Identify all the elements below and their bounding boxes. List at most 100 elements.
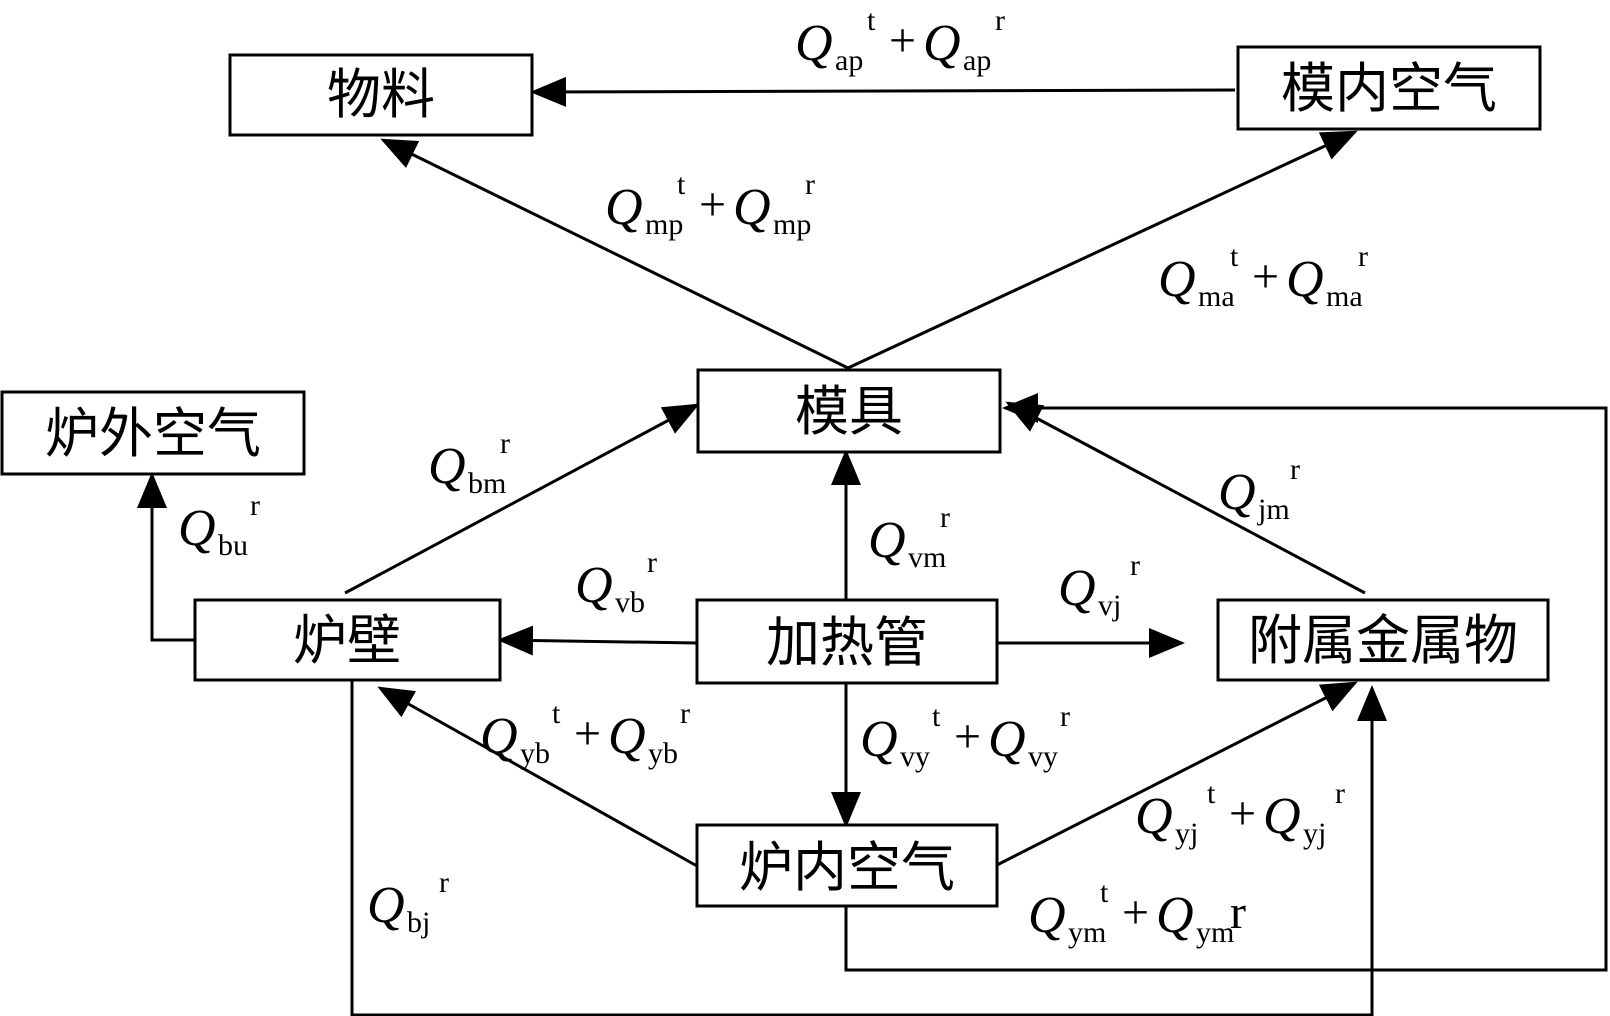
label-plus: + bbox=[574, 707, 601, 760]
label-subscript: yj bbox=[1175, 817, 1198, 850]
label-superscript: r bbox=[680, 697, 690, 730]
label-q-symbol: Q bbox=[923, 15, 961, 72]
edge-furnace-air-to-wall bbox=[377, 686, 698, 868]
label-superscript: r bbox=[805, 168, 815, 201]
label-q-symbol: Q bbox=[608, 708, 646, 765]
label-q-symbol: Q bbox=[1218, 464, 1256, 521]
label-superscript: r bbox=[1335, 777, 1345, 810]
label-plus: + bbox=[954, 710, 981, 763]
label-superscript: t bbox=[552, 697, 561, 730]
edge-mold-air-to-material bbox=[530, 76, 1236, 107]
label-superscript: t bbox=[867, 4, 876, 37]
label-subscript: bj bbox=[407, 906, 430, 939]
label-q-symbol: Q bbox=[1135, 788, 1173, 845]
edge-wall-to-mold bbox=[344, 403, 700, 595]
label-q-symbol: Q bbox=[868, 512, 906, 569]
label-subscript: mp bbox=[773, 208, 811, 241]
label-plus: + bbox=[1252, 250, 1279, 303]
label-q-symbol: Q bbox=[1028, 887, 1066, 944]
node-furnace-air: 炉内空气 bbox=[695, 823, 999, 908]
label-q-symbol: Q bbox=[1156, 887, 1194, 944]
label-superscript: r bbox=[250, 489, 260, 522]
label-q-symbol: Q bbox=[860, 711, 898, 768]
label-subscript: ma bbox=[1326, 280, 1363, 313]
label-superscript: r bbox=[439, 866, 449, 899]
edge-furnace-air-to-mold bbox=[844, 393, 1608, 972]
edge-wall-to-outside-air bbox=[137, 472, 195, 642]
label-plus: + bbox=[1229, 787, 1256, 840]
label-q-symbol: Q bbox=[1158, 251, 1196, 308]
label-subscript: vy bbox=[1028, 740, 1058, 773]
label-superscript: r bbox=[1060, 700, 1070, 733]
label-subscript: vj bbox=[1098, 589, 1121, 622]
edge-tube-to-wall bbox=[497, 625, 698, 656]
label-subscript: vy bbox=[900, 740, 930, 773]
node-outside-air-label: 炉外空气 bbox=[45, 402, 261, 465]
label-q-symbol: Q bbox=[733, 179, 771, 236]
label-q-symbol: Q bbox=[480, 708, 518, 765]
edge-mold-to-mold-air bbox=[847, 130, 1358, 370]
label-subscript: jm bbox=[1257, 493, 1290, 526]
label-subscript: ap bbox=[963, 44, 991, 77]
node-furnace-wall-label: 炉壁 bbox=[293, 609, 401, 672]
label-superscript: r bbox=[500, 427, 510, 460]
label-q-symbol: Q bbox=[1058, 560, 1096, 617]
label-subscript: mp bbox=[645, 208, 683, 241]
node-material: 物料 bbox=[228, 53, 534, 137]
label-q-symbol: Q bbox=[1286, 251, 1324, 308]
label-superscript: t bbox=[1100, 876, 1109, 909]
label-plus: + bbox=[1122, 886, 1149, 939]
node-mold-air: 模内空气 bbox=[1236, 45, 1542, 131]
edge-wall-to-metal bbox=[350, 680, 1387, 1016]
label-q-symbol: Q bbox=[795, 15, 833, 72]
node-furnace-wall: 炉壁 bbox=[193, 598, 502, 682]
node-attached-metal: 附属金属物 bbox=[1216, 598, 1550, 682]
label-subscript: bu bbox=[218, 529, 248, 562]
edge-furnace-air-to-metal bbox=[994, 681, 1358, 868]
label-tail: r bbox=[1230, 886, 1246, 939]
label-superscript: t bbox=[932, 700, 941, 733]
node-material-label: 物料 bbox=[327, 63, 435, 126]
label-subscript: yb bbox=[648, 737, 678, 770]
label-subscript: ma bbox=[1198, 280, 1235, 313]
label-superscript: t bbox=[1230, 240, 1239, 273]
label-superscript: r bbox=[1358, 240, 1368, 273]
node-furnace-air-label: 炉内空气 bbox=[739, 836, 955, 899]
label-superscript: r bbox=[647, 546, 657, 579]
label-subscript: vb bbox=[615, 586, 645, 619]
label-q-symbol: Q bbox=[178, 500, 216, 557]
edge-metal-to-mold bbox=[1005, 401, 1366, 595]
label-plus: + bbox=[889, 14, 916, 67]
node-attached-metal-label: 附属金属物 bbox=[1248, 609, 1518, 672]
label-superscript: t bbox=[1207, 777, 1216, 810]
node-outside-air: 炉外空气 bbox=[0, 390, 306, 476]
label-superscript: t bbox=[677, 168, 686, 201]
edge-mold-to-material bbox=[380, 138, 849, 370]
label-superscript: r bbox=[1130, 549, 1140, 582]
label-subscript: vm bbox=[908, 541, 946, 574]
node-mold: 模具 bbox=[696, 368, 1002, 454]
label-subscript: ym bbox=[1068, 916, 1106, 949]
node-heating-tube: 加热管 bbox=[695, 598, 999, 685]
label-subscript: ap bbox=[835, 44, 863, 77]
label-superscript: r bbox=[995, 4, 1005, 37]
label-q-symbol: Q bbox=[988, 711, 1026, 768]
node-heating-tube-label: 加热管 bbox=[766, 611, 928, 674]
label-superscript: r bbox=[1290, 453, 1300, 486]
label-subscript: yb bbox=[520, 737, 550, 770]
label-q-symbol: Q bbox=[1263, 788, 1301, 845]
label-q-symbol: Q bbox=[428, 438, 466, 495]
node-mold-label: 模具 bbox=[795, 380, 903, 443]
